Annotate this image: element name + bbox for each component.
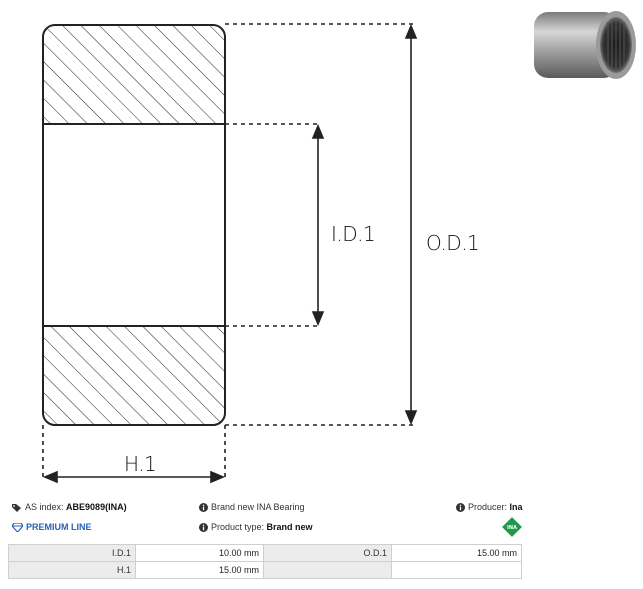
tag-icon	[12, 504, 21, 513]
h-dimension-label: H.1	[124, 452, 157, 476]
spec-key: O.D.1	[263, 544, 392, 562]
product-type-label: Product type:	[211, 522, 265, 532]
product-type-info: Product type: Brand new	[199, 522, 313, 533]
spec-value: 15.00 mm	[391, 544, 522, 562]
bottom-wall-hatch	[43, 326, 225, 425]
diamond-icon	[12, 523, 23, 533]
spec-key: H.1	[8, 561, 136, 579]
spec-value: 15.00 mm	[135, 561, 264, 579]
spec-value: 10.00 mm	[135, 544, 264, 562]
od-dimension-label: O.D.1	[426, 231, 480, 255]
product-type-value: Brand new	[266, 522, 313, 532]
brand-text: Brand new INA Bearing	[211, 502, 305, 512]
spec-value	[391, 561, 522, 579]
info-icon	[199, 503, 208, 513]
bearing-cross-section-diagram	[42, 23, 418, 484]
producer-value: Ina	[509, 502, 523, 512]
spec-key	[263, 561, 392, 579]
bearing-outline	[42, 24, 226, 426]
as-index-value: ABE9089(INA)	[66, 502, 127, 512]
as-index-info: AS index: ABE9089(INA)	[12, 502, 127, 513]
specs-table: I.D.1 10.00 mm O.D.1 15.00 mm H.1 15.00 …	[8, 544, 522, 579]
producer-label: Producer:	[468, 502, 508, 512]
info-icon	[456, 503, 465, 513]
premium-line-label: PREMIUM LINE	[26, 522, 92, 532]
spec-key: I.D.1	[8, 544, 136, 562]
ina-logo: INA	[502, 517, 522, 537]
top-wall-hatch	[43, 25, 225, 124]
premium-line-link[interactable]: PREMIUM LINE	[12, 522, 92, 533]
as-index-label: AS index:	[25, 502, 64, 512]
id-dimension-label: I.D.1	[331, 222, 376, 246]
brand-info: Brand new INA Bearing	[199, 502, 305, 513]
ina-logo-text: INA	[507, 525, 517, 531]
table-row: I.D.1 10.00 mm O.D.1 15.00 mm	[8, 544, 522, 562]
producer-info: Producer: Ina	[456, 502, 523, 513]
needle-bearing-photo[interactable]	[532, 8, 638, 82]
info-icon	[199, 523, 208, 533]
table-row: H.1 15.00 mm	[8, 561, 522, 579]
